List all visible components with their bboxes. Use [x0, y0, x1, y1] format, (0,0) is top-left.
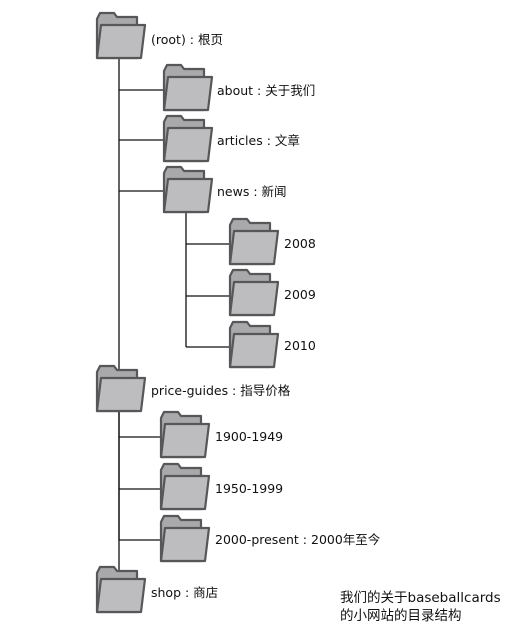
folder-2010-icon: [228, 320, 280, 369]
news-folder-icon: [162, 165, 214, 214]
shop-label: shop : 商店: [151, 585, 218, 600]
price-guides-label: price-guides : 指导价格: [151, 383, 291, 398]
tree-connectors: [96, 58, 232, 575]
caption-line-2: 的小网站的目录结构: [340, 608, 462, 624]
about-label: about : 关于我们: [217, 83, 315, 98]
articles-label: articles : 文章: [217, 133, 300, 148]
year-2009-label: 2009: [284, 287, 316, 302]
range-1950-1999-label: 1950-1999: [215, 481, 283, 496]
node-labels: (root) : 根页 about : 关于我们 articles : 文章 n…: [151, 32, 381, 600]
price-guides-folder-icon: [95, 364, 147, 413]
root-label: (root) : 根页: [151, 32, 223, 47]
year-2010-label: 2010: [284, 338, 316, 353]
folder-1950-icon: [159, 462, 211, 511]
year-2008-label: 2008: [284, 236, 316, 251]
about-folder-icon: [162, 63, 214, 112]
articles-folder-icon: [162, 114, 214, 163]
range-1900-1949-label: 1900-1949: [215, 429, 283, 444]
diagram-caption: 我们的关于baseballcards 的小网站的目录结构: [340, 589, 516, 625]
caption-line-1: 我们的关于baseballcards: [340, 590, 501, 606]
folder-2009-icon: [228, 268, 280, 317]
folder-2008-icon: [228, 217, 280, 266]
range-2000-present-label: 2000-present : 2000年至今: [215, 532, 381, 547]
shop-folder-icon: [95, 565, 147, 614]
folder-1900-icon: [159, 410, 211, 459]
folder-icons: [95, 11, 280, 614]
news-label: news : 新闻: [217, 184, 287, 199]
folder-2000-icon: [159, 514, 211, 563]
root-folder-icon: [95, 11, 147, 60]
